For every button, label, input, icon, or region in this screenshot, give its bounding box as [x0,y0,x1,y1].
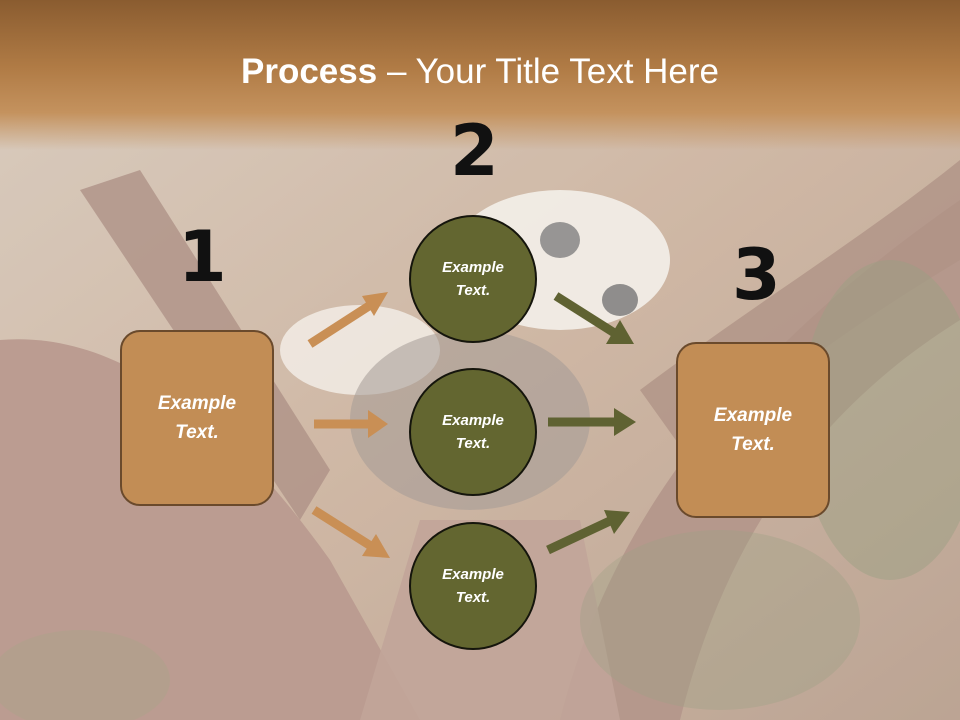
circle-3-line-1: Example [442,566,504,583]
title-regular-part: – Your Title Text Here [377,52,719,91]
process-circle-1[interactable]: Example Text. [409,215,537,343]
step-number-2: 2 [450,110,499,192]
circle-1-line-1: Example [442,259,504,276]
process-box-end[interactable]: Example Text. [676,342,830,518]
circle-1-line-2: Text. [455,282,491,299]
circle-2-line-2: Text. [455,435,491,452]
title-band [0,0,960,150]
box-start-line-2: Text. [175,422,219,443]
box-start-line-1: Example [157,393,237,414]
circle-3-line-2: Text. [455,589,491,606]
process-circle-3[interactable]: Example Text. [409,522,537,650]
process-box-start[interactable]: Example Text. [120,330,274,506]
circle-2-line-1: Example [442,412,504,429]
box-end-line-2: Text. [731,434,775,455]
title-bold-part: Process [241,52,378,91]
slide-title: Process – Your Title Text Here [0,52,960,92]
box-end-line-1: Example [713,405,793,426]
process-circle-2[interactable]: Example Text. [409,368,537,496]
step-number-1: 1 [178,216,227,298]
step-number-3: 3 [732,234,781,316]
